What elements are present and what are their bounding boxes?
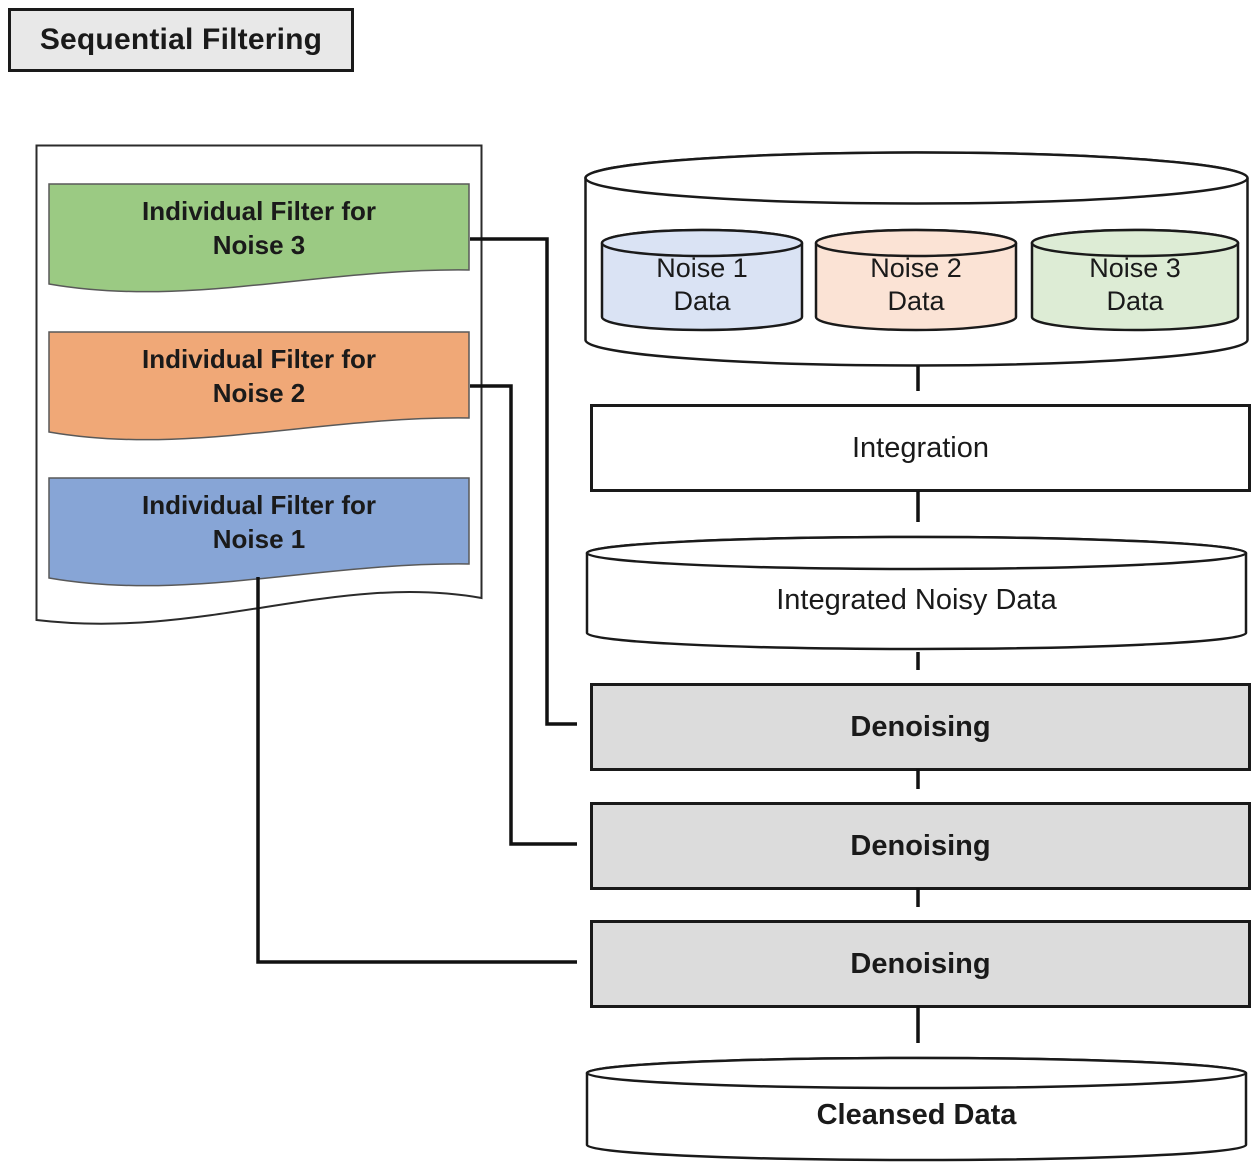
noise-3-data-line1: Noise 3 [1089, 253, 1181, 283]
filter-noise-2: Individual Filter for Noise 2 [48, 331, 470, 446]
denoising-label-2: Denoising [850, 829, 991, 862]
filter-noise-2-shape [48, 331, 470, 441]
noise-3-data-shape [1030, 228, 1240, 332]
filter-noise-1: Individual Filter for Noise 1 [48, 477, 470, 592]
integration-label: Integration [851, 431, 990, 464]
filter-noise-3-shape [48, 183, 470, 293]
integrated-noisy-data-label: Integrated Noisy Data [776, 583, 1057, 616]
noise-1-data-shape [600, 228, 804, 332]
filter-noise-2-line1: Individual Filter for [141, 344, 376, 374]
cleansed-data-label: Cleansed Data [816, 1098, 1017, 1131]
denoising-box-1: Denoising [590, 683, 1251, 771]
noise-1-data-label: Noise 1 Data [600, 228, 804, 332]
arrow-filter-noise-2-to-denoising-2 [470, 384, 577, 846]
filter-noise-1-line1: Individual Filter for [141, 490, 376, 520]
sequential-filtering-title-box: Sequential Filtering [8, 8, 354, 72]
noise-3-data-line2: Data [1106, 286, 1164, 316]
cleansed-data-label-wrap: Cleansed Data [585, 1056, 1248, 1162]
noise-3-data-label: Noise 3 Data [1030, 228, 1240, 332]
noise-2-data-shape [814, 228, 1018, 332]
filter-noise-2-line2: Noise 2 [212, 378, 306, 408]
denoising-label-3: Denoising [850, 947, 991, 980]
filter-noise-1-line2: Noise 1 [212, 524, 306, 554]
arrow-filter-noise-3-to-denoising-1 [470, 237, 577, 726]
cleansed-data-shape [585, 1056, 1248, 1162]
denoising-box-2: Denoising [590, 802, 1251, 890]
noise-1-data-line2: Data [673, 286, 731, 316]
noise-3-data-cylinder: Noise 3 Data [1030, 228, 1240, 332]
denoising-box-3: Denoising [590, 920, 1251, 1008]
integrated-noisy-data-cylinder: Integrated Noisy Data [585, 535, 1248, 651]
noise-2-data-line2: Data [887, 286, 945, 316]
filter-noise-3-line1: Individual Filter for [141, 196, 376, 226]
filter-noise-1-label: Individual Filter for Noise 1 [48, 477, 470, 556]
noise-2-data-line1: Noise 2 [870, 253, 962, 283]
integration-box: Integration [590, 404, 1251, 492]
cleansed-data-cylinder: Cleansed Data [585, 1056, 1248, 1162]
noise-1-data-cylinder: Noise 1 Data [600, 228, 804, 332]
filter-noise-3-line2: Noise 3 [212, 230, 306, 260]
noise-1-data-line1: Noise 1 [656, 253, 748, 283]
sequential-filtering-title: Sequential Filtering [39, 23, 323, 56]
noise-2-data-label: Noise 2 Data [814, 228, 1018, 332]
integrated-noisy-data-shape [585, 535, 1248, 651]
noise-2-data-cylinder: Noise 2 Data [814, 228, 1018, 332]
filter-noise-2-label: Individual Filter for Noise 2 [48, 331, 470, 410]
integrated-noisy-data-label-wrap: Integrated Noisy Data [585, 535, 1248, 651]
filter-noise-3-label: Individual Filter for Noise 3 [48, 183, 470, 262]
denoising-label-1: Denoising [850, 710, 991, 743]
filter-noise-3: Individual Filter for Noise 3 [48, 183, 470, 298]
